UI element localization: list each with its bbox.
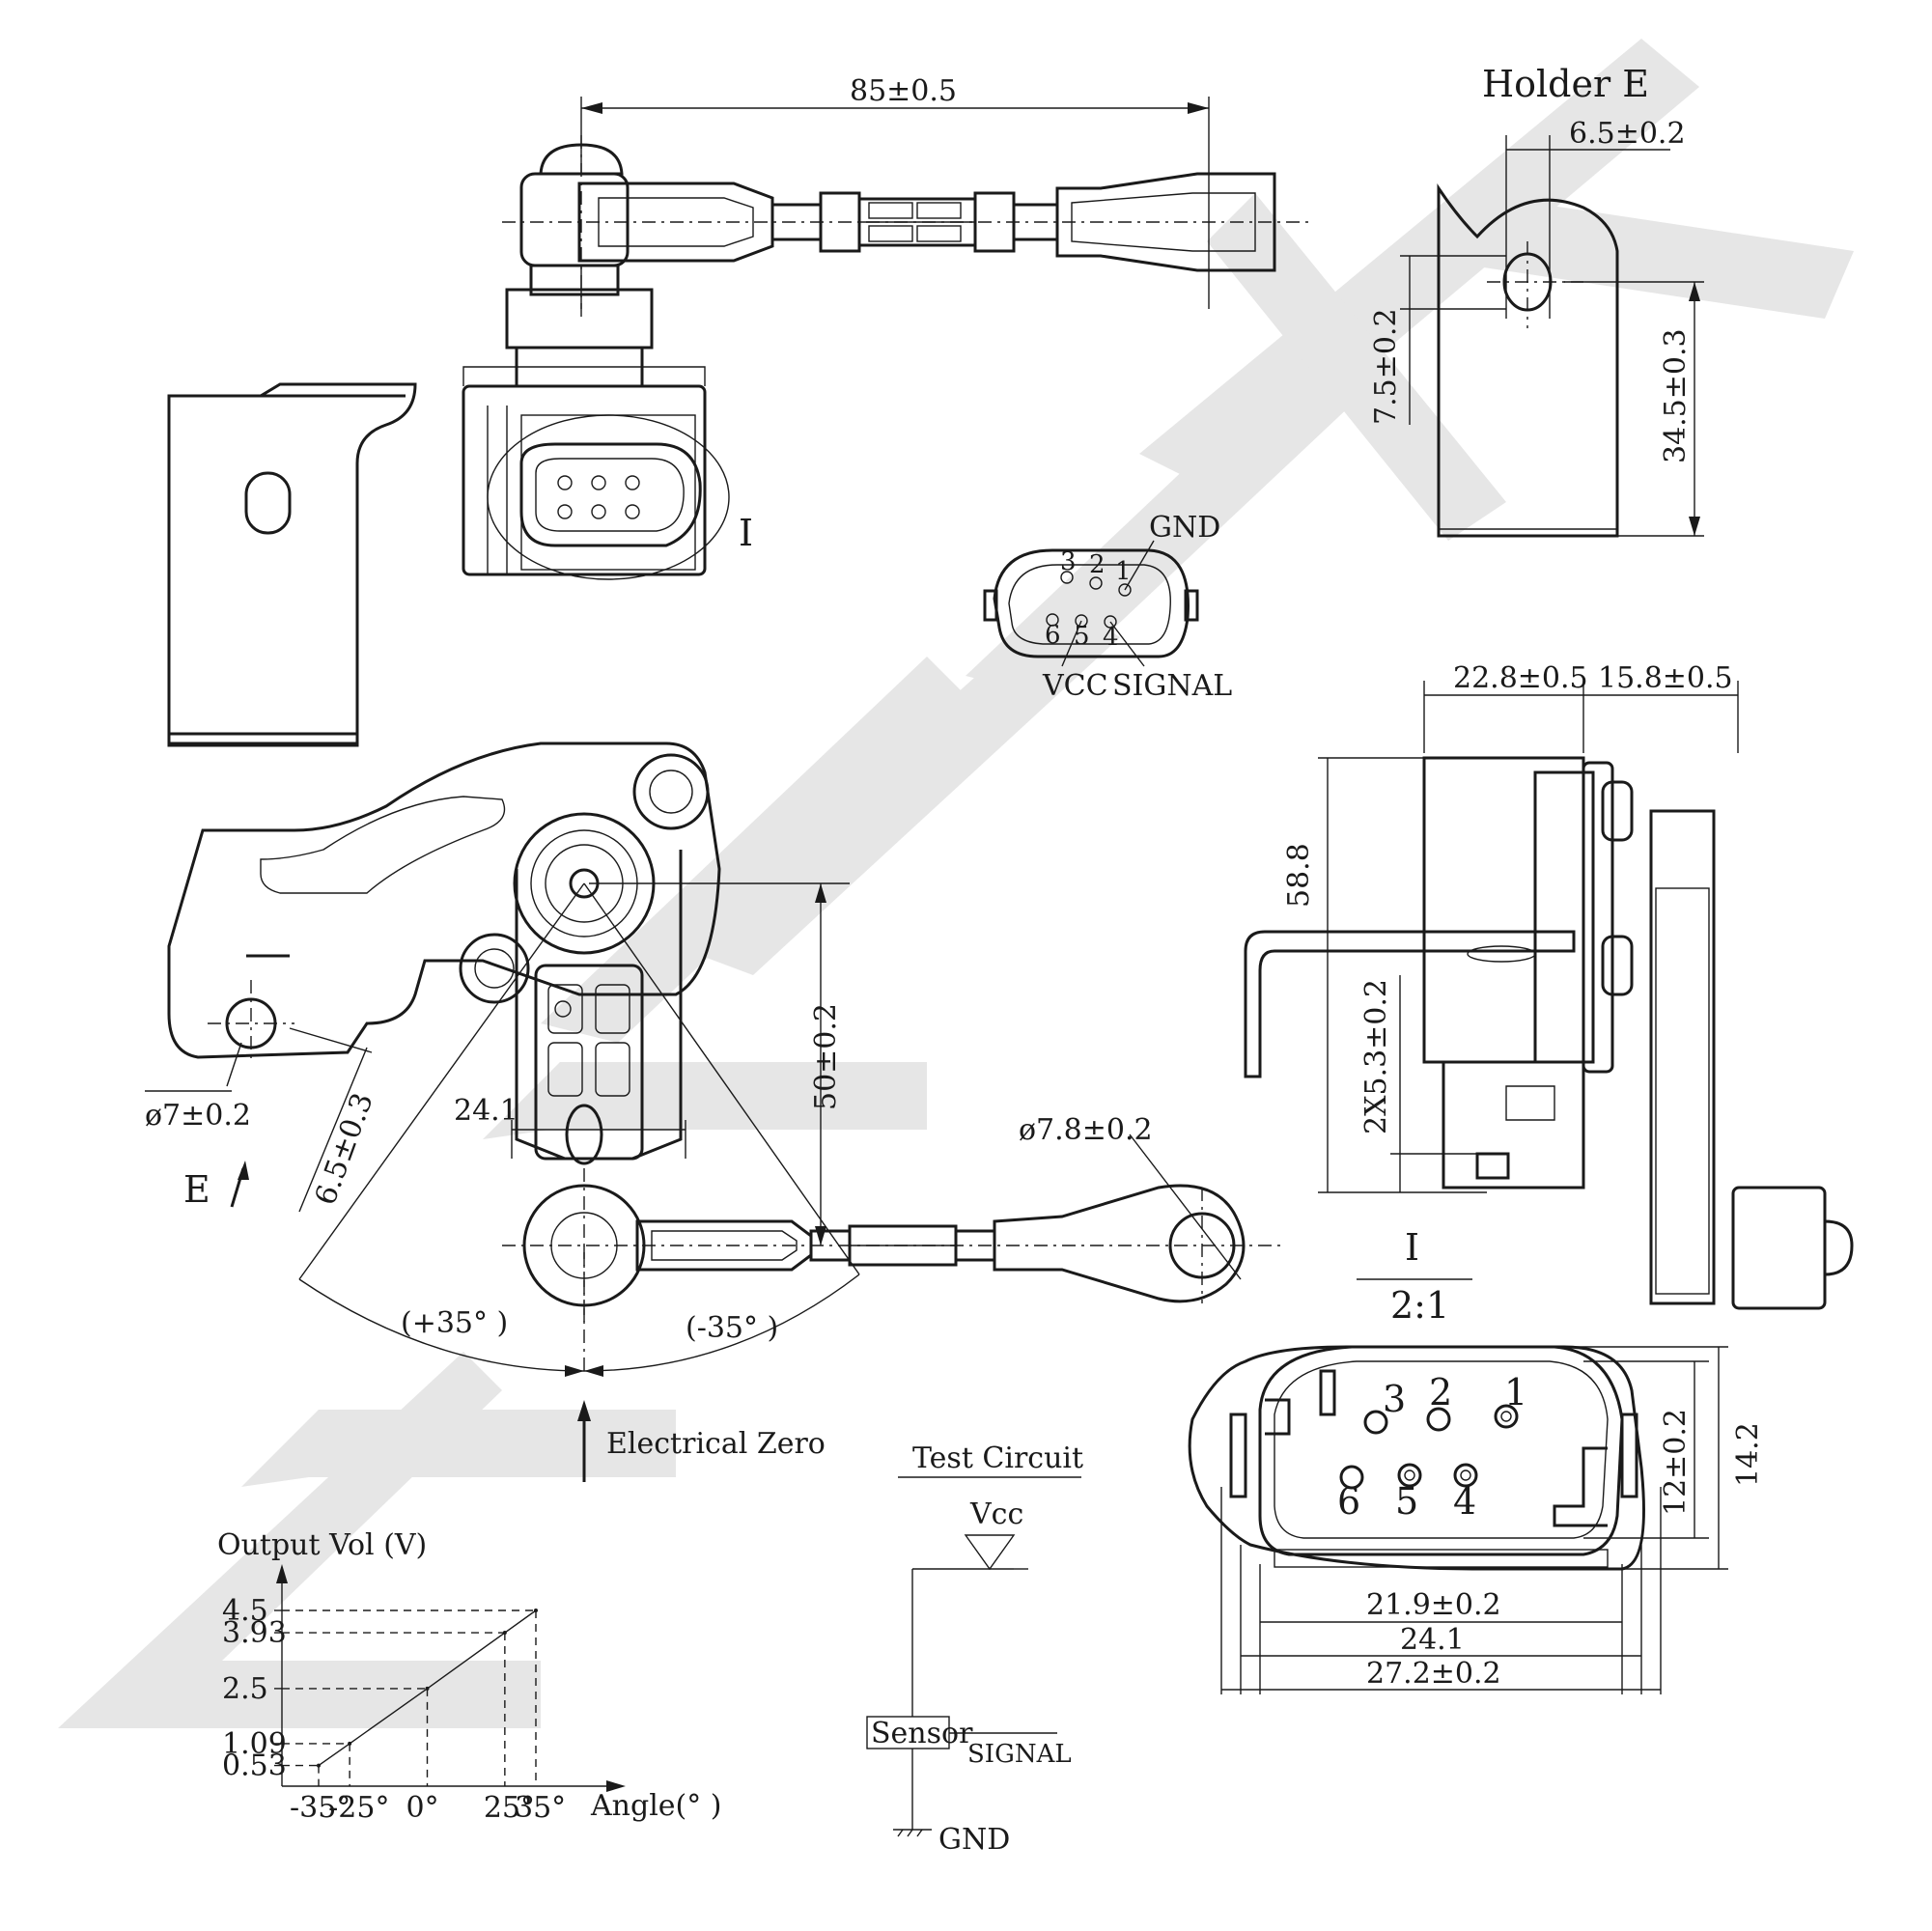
- angle-minus: (-35° ): [686, 1311, 778, 1345]
- dim-lever-offset: 24.1: [454, 1094, 518, 1128]
- chart-y-tick-label: 4.5: [222, 1594, 268, 1628]
- detail-pin-6: 6: [1337, 1480, 1360, 1523]
- dim-hole-offset: 6.5±0.3: [309, 1088, 380, 1209]
- chart-point: [502, 1631, 507, 1636]
- chart-x-tick-label: 25°: [484, 1791, 535, 1825]
- electrical-zero-label: Electrical Zero: [606, 1427, 826, 1461]
- chart-x-tick-label: -25°: [328, 1791, 389, 1825]
- chart-point: [348, 1741, 352, 1746]
- chart-y-tick-label: 2.5: [222, 1672, 268, 1706]
- holder-e-view: Holder E 6.5±0.2 7.5±0.2 34.5±0.3: [1369, 63, 1704, 538]
- top-view: 85±0.5: [167, 74, 1313, 747]
- dim-side-b: 15.8±0.5: [1598, 661, 1733, 695]
- dim-conn-height-b: 14.2: [1731, 1422, 1765, 1487]
- dim-ball-dia: ø7.8±0.2: [1019, 1113, 1153, 1147]
- chart-y-tick-label: 0.53: [222, 1749, 287, 1783]
- output-voltage-chart: Output Vol (V) Angle(° ) 0.53-35°1.09 -25…: [217, 1528, 721, 1825]
- label-vcc: VCC: [1042, 669, 1108, 703]
- pin-5: 5: [1074, 622, 1090, 651]
- front-view: ø7.8±0.2 ø7±0.2 6.5±0.3 E 24.1 50±0.2 (+…: [145, 742, 1284, 1482]
- connector-detail: I 2:1 1 2 3 4 5 6: [1188, 1226, 1765, 1694]
- pin-2: 2: [1089, 550, 1106, 579]
- dim-side-pitch: 2X5.3±0.2: [1359, 979, 1393, 1134]
- detail-pin-1: 1: [1504, 1371, 1527, 1413]
- watermark: [58, 39, 1854, 1728]
- angle-plus: (+35° ): [401, 1306, 508, 1340]
- dim-85: 85±0.5: [850, 74, 957, 108]
- detail-callout-top: I: [739, 512, 753, 554]
- test-circuit-title: Test Circuit: [912, 1441, 1083, 1475]
- chart-x-tick-label: 35°: [515, 1791, 566, 1825]
- detail-pin-4: 4: [1453, 1480, 1476, 1523]
- test-circuit-signal: SIGNAL: [967, 1740, 1072, 1769]
- pin-1: 1: [1115, 557, 1132, 586]
- pin-3: 3: [1060, 547, 1077, 576]
- dim-side-height: 58.8: [1282, 843, 1316, 908]
- connector-pinout: 1 2 3 4 5 6 GND VCC SIGNAL: [983, 511, 1232, 703]
- dim-conn-height-a: 12±0.2: [1659, 1409, 1693, 1516]
- dim-holder-hole-offset: 6.5±0.2: [1569, 117, 1686, 151]
- dim-lever-height: 50±0.2: [809, 1003, 843, 1110]
- detail-scale: 2:1: [1390, 1284, 1449, 1327]
- chart-xlabel: Angle(° ): [590, 1789, 721, 1823]
- chart-ylabel: Output Vol (V): [217, 1528, 427, 1562]
- dim-side-a: 22.8±0.5: [1453, 661, 1588, 695]
- chart-point: [425, 1686, 430, 1691]
- pin-6: 6: [1045, 621, 1061, 650]
- view-arrow-e: E: [183, 1168, 210, 1211]
- chart-y-tick-label: 1.09: [222, 1727, 287, 1761]
- pin-4: 4: [1103, 623, 1119, 652]
- dim-holder-height: 34.5±0.3: [1659, 328, 1693, 463]
- dim-conn-width-b: 24.1: [1400, 1623, 1465, 1657]
- chart-point: [534, 1609, 538, 1612]
- dim-conn-width-c: 27.2±0.2: [1366, 1657, 1501, 1691]
- side-view: 22.8±0.5 15.8±0.5 58.8 2X5.3±0.2: [1244, 661, 1854, 1310]
- chart-x-tick-label: -35°: [290, 1791, 350, 1825]
- detail-label: I: [1405, 1226, 1419, 1269]
- dim-conn-width-a: 21.9±0.2: [1366, 1588, 1501, 1622]
- test-circuit-vcc: Vcc: [969, 1497, 1023, 1531]
- dim-hole-dia: ø7±0.2: [145, 1099, 251, 1133]
- dim-holder-hole-height: 7.5±0.2: [1369, 308, 1403, 425]
- chart-point: [317, 1763, 321, 1768]
- detail-pin-3: 3: [1383, 1378, 1406, 1420]
- label-signal: SIGNAL: [1112, 669, 1232, 703]
- test-circuit: Test Circuit Vcc Sensor SIGNAL GND: [866, 1441, 1083, 1857]
- holder-title: Holder E: [1482, 63, 1649, 105]
- label-gnd: GND: [1149, 511, 1220, 545]
- detail-pin-5: 5: [1395, 1480, 1418, 1523]
- detail-pin-2: 2: [1429, 1371, 1452, 1413]
- chart-y-tick-label: 3.93: [222, 1616, 287, 1650]
- chart-x-tick-label: 0°: [406, 1791, 439, 1825]
- test-circuit-gnd: GND: [938, 1823, 1010, 1857]
